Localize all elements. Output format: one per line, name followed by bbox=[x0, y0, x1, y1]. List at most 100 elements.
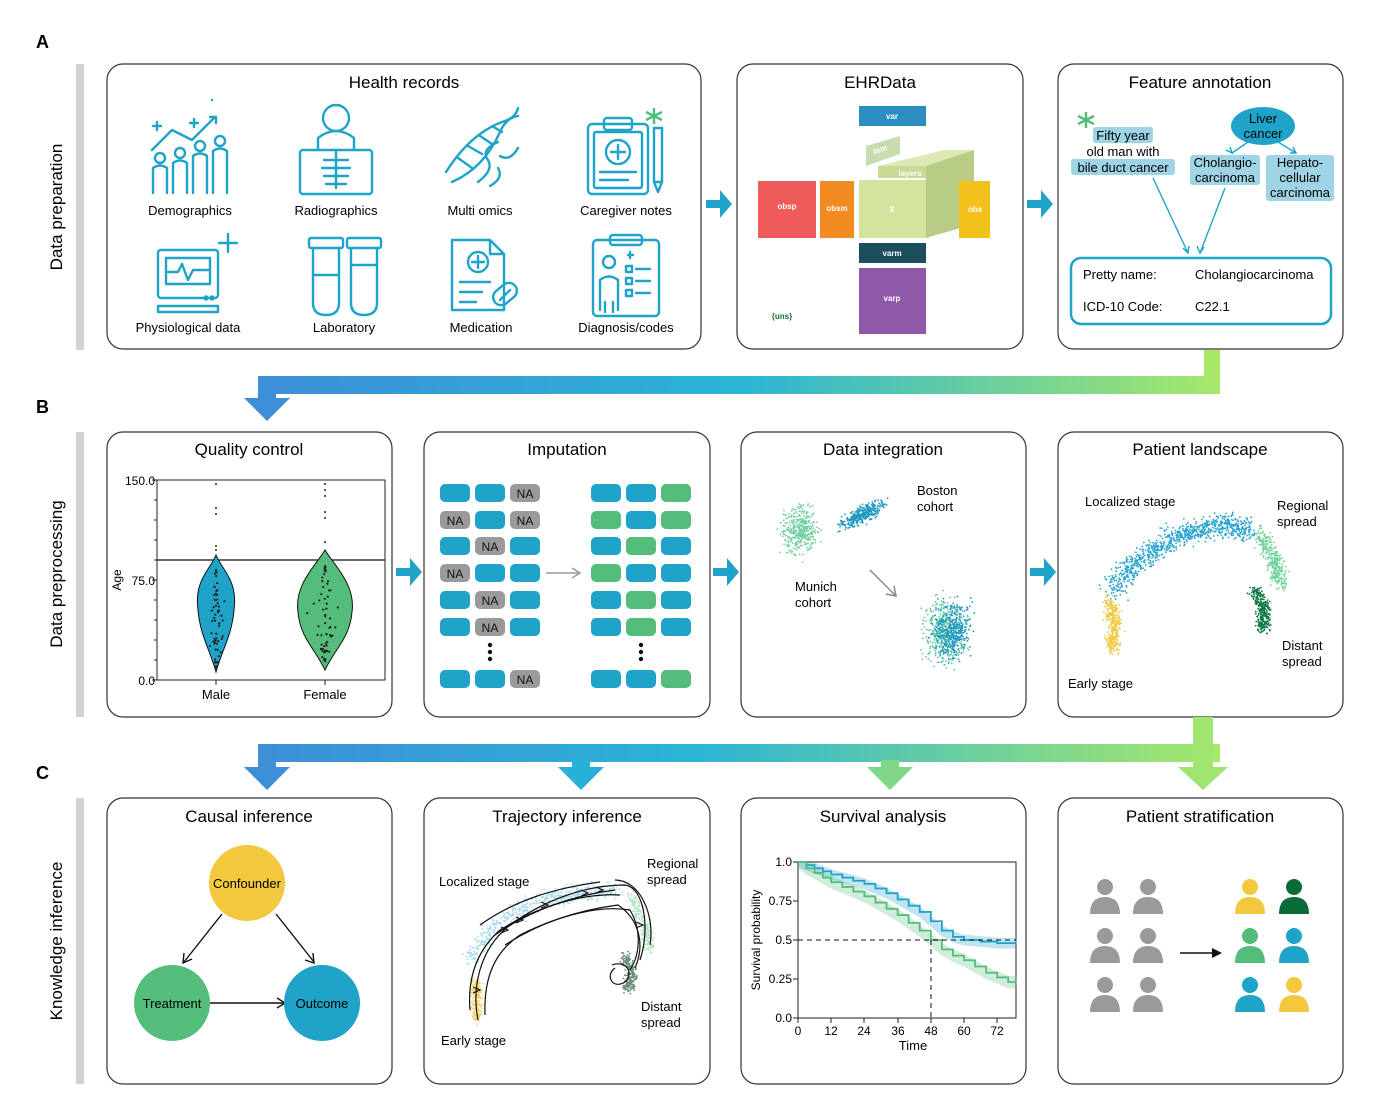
hr-label-medication: Medication bbox=[450, 320, 513, 335]
munich-line-2: cohort bbox=[795, 595, 832, 610]
violin-plot: 150.0 75.0 0.0 Age Male Female bbox=[110, 474, 386, 702]
block-tem-label: tem bbox=[872, 143, 888, 156]
hepato-line-2: cellular bbox=[1279, 170, 1321, 185]
title-patient-landscape: Patient landscape bbox=[1132, 440, 1267, 459]
survival-curve-green bbox=[798, 861, 1017, 984]
block-varm-label: varm bbox=[882, 249, 901, 258]
landscape-regional-1: Regional bbox=[1277, 498, 1328, 513]
block-tem bbox=[866, 136, 900, 166]
surv-ytick-0: 0.0 bbox=[775, 1011, 792, 1025]
landscape-scatter bbox=[1098, 511, 1291, 656]
hr-label-multiomics: Multi omics bbox=[447, 203, 513, 218]
surv-ytick-075: 0.75 bbox=[769, 894, 793, 908]
node-liver-cancer bbox=[1231, 107, 1295, 145]
arrow-ehrdata-to-annotation bbox=[1027, 190, 1053, 218]
hr-label-caregiver: Caregiver notes bbox=[580, 203, 672, 218]
boston-line-1: Boston bbox=[917, 483, 957, 498]
icd-value: C22.1 bbox=[1195, 299, 1230, 314]
surv-xtick-12: 12 bbox=[824, 1024, 838, 1038]
surv-xtick-72: 72 bbox=[990, 1024, 1004, 1038]
section-letter-b: B bbox=[36, 397, 49, 417]
panel-survival-analysis bbox=[740, 797, 1027, 1085]
trajectory-streamlines bbox=[468, 879, 652, 1021]
block-varp bbox=[859, 268, 926, 334]
surv-xtick-60: 60 bbox=[957, 1024, 971, 1038]
block-var-label: var bbox=[886, 112, 898, 121]
survival-curve-blue bbox=[798, 861, 1017, 945]
traj-early: Early stage bbox=[441, 1033, 506, 1048]
landscape-localized: Localized stage bbox=[1085, 494, 1175, 509]
asterisk-icon-annotation bbox=[1077, 112, 1095, 128]
traj-regional-2: spread bbox=[647, 872, 687, 887]
traj-localized: Localized stage bbox=[439, 874, 529, 889]
survival-plot: 1.0 0.75 0.5 0.25 0.0 0 12 24 36 48 60 7… bbox=[749, 855, 1017, 1053]
arrow-imputation-to-integration bbox=[713, 558, 739, 586]
hepato-line-3: carcinoma bbox=[1270, 185, 1331, 200]
clipboard-icon bbox=[586, 116, 664, 196]
demographics-icon bbox=[150, 98, 229, 195]
note-line-3: bile duct cancer bbox=[1077, 160, 1169, 175]
svg-text:NA: NA bbox=[482, 621, 499, 635]
title-quality-control: Quality control bbox=[195, 440, 304, 459]
flow-arrow-a-to-b bbox=[244, 350, 1220, 421]
side-bar-c bbox=[76, 798, 84, 1084]
hr-label-laboratory: Laboratory bbox=[313, 320, 376, 335]
block-x-label: X bbox=[889, 205, 895, 214]
feature-annotation-diagram: Fifty year old man with bile duct cancer… bbox=[1069, 107, 1334, 326]
svg-text:NA: NA bbox=[447, 567, 464, 581]
surv-ylabel: Survival probability bbox=[749, 890, 763, 991]
violin-male bbox=[196, 553, 236, 674]
node-treatment bbox=[134, 965, 210, 1041]
svg-text:NA: NA bbox=[517, 514, 534, 528]
side-bar-b bbox=[76, 432, 84, 717]
qc-group-male: Male bbox=[202, 687, 230, 702]
surv-xtick-0: 0 bbox=[795, 1024, 802, 1038]
qc-group-female: Female bbox=[303, 687, 346, 702]
block-obs bbox=[959, 181, 990, 238]
block-layers-label: layers bbox=[898, 169, 922, 178]
panel-patient-stratification bbox=[1057, 797, 1344, 1085]
svg-text:NA: NA bbox=[482, 540, 499, 554]
surv-xtick-48: 48 bbox=[924, 1024, 938, 1038]
panel-trajectory-inference bbox=[423, 797, 711, 1085]
test-tube-icon bbox=[307, 236, 383, 317]
hr-label-physiological: Physiological data bbox=[136, 320, 242, 335]
traj-distant-2: spread bbox=[641, 1015, 681, 1030]
monitor-icon bbox=[156, 232, 239, 314]
qc-ytick-75: 75.0 bbox=[132, 574, 156, 588]
landscape-regional-2: spread bbox=[1277, 514, 1317, 529]
flow-arrow-b-to-c bbox=[244, 717, 1228, 790]
cholangio-line-1: Cholangio- bbox=[1194, 155, 1257, 170]
block-obsm-label: obsm bbox=[826, 204, 847, 213]
section-letter-c: C bbox=[36, 763, 49, 783]
arrow-qc-to-imputation bbox=[396, 558, 422, 586]
label-confounder: Confounder bbox=[213, 876, 282, 891]
integration-scatter bbox=[776, 497, 976, 671]
landscape-distant-1: Distant bbox=[1282, 638, 1323, 653]
panel-patient-landscape bbox=[1057, 431, 1344, 718]
title-data-integration: Data integration bbox=[823, 440, 943, 459]
violin-female bbox=[297, 549, 353, 672]
title-survival-analysis: Survival analysis bbox=[820, 807, 947, 826]
surv-ytick-1: 1.0 bbox=[775, 855, 792, 869]
title-ehrdata: EHRData bbox=[844, 73, 916, 92]
svg-text:NA: NA bbox=[482, 594, 499, 608]
landscape-distant-2: spread bbox=[1282, 654, 1322, 669]
section-letter-a: A bbox=[36, 32, 49, 52]
svg-text:NA: NA bbox=[447, 514, 464, 528]
section-label-a: Data preparation bbox=[47, 144, 66, 271]
panel-health-records bbox=[106, 63, 702, 350]
title-causal-inference: Causal inference bbox=[185, 807, 313, 826]
arrow-integration-to-landscape bbox=[1030, 558, 1056, 586]
stratification-people bbox=[1090, 879, 1309, 1012]
cholangio-line-2: carcinoma bbox=[1195, 170, 1256, 185]
landscape-early: Early stage bbox=[1068, 676, 1133, 691]
label-outcome: Outcome bbox=[296, 996, 349, 1011]
block-x bbox=[859, 180, 926, 238]
label-treatment: Treatment bbox=[143, 996, 202, 1011]
note-line-2: old man with bbox=[1087, 144, 1160, 159]
arrow-health-to-ehrdata bbox=[706, 190, 732, 218]
block-obs-label: obs bbox=[968, 205, 983, 214]
node-outcome bbox=[284, 965, 360, 1041]
